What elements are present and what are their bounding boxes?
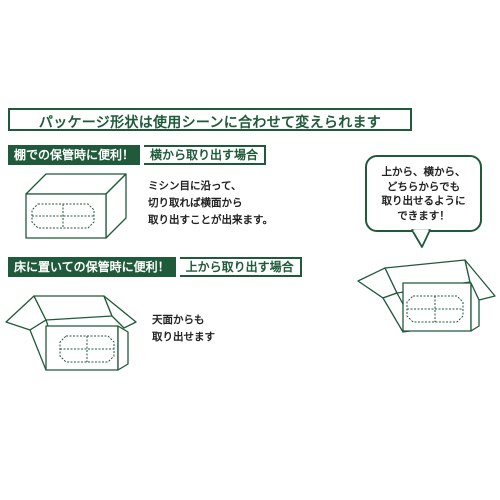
- section-floor-header: 床に置いての保管時に便利！ 上から取り出す場合: [8, 257, 302, 277]
- section-shelf-method: 横から取り出す場合: [144, 145, 267, 165]
- open-box-top-illustration: [5, 295, 137, 371]
- speech-bubble: 上から、横から、 どちらからでも 取り出せるように できます！: [365, 155, 482, 232]
- section-shelf-header: 棚での保管時に便利！ 横から取り出す場合: [8, 145, 267, 165]
- speech-bubble-text: 上から、横から、 どちらからでも 取り出せるように できます！: [381, 166, 466, 222]
- speech-bubble-tail: [411, 229, 431, 248]
- section-floor-tag: 床に置いての保管時に便利！: [8, 257, 176, 277]
- section-floor-method: 上から取り出す場合: [179, 257, 302, 277]
- open-box-both-illustration: [357, 259, 496, 333]
- section-shelf-tag: 棚での保管時に便利！: [8, 145, 141, 165]
- closed-box-illustration: [25, 173, 127, 239]
- section-floor-description: 天面からも 取り出せます: [152, 314, 215, 343]
- headline: パッケージ形状は使用シーンに合わせて変えられます: [38, 115, 382, 131]
- section-shelf-description: ミシン目に沿って、 切り取れば横面から 取り出すことが出来ます。: [148, 180, 273, 226]
- headline-box: パッケージ形状は使用シーンに合わせて変えられます: [8, 108, 412, 131]
